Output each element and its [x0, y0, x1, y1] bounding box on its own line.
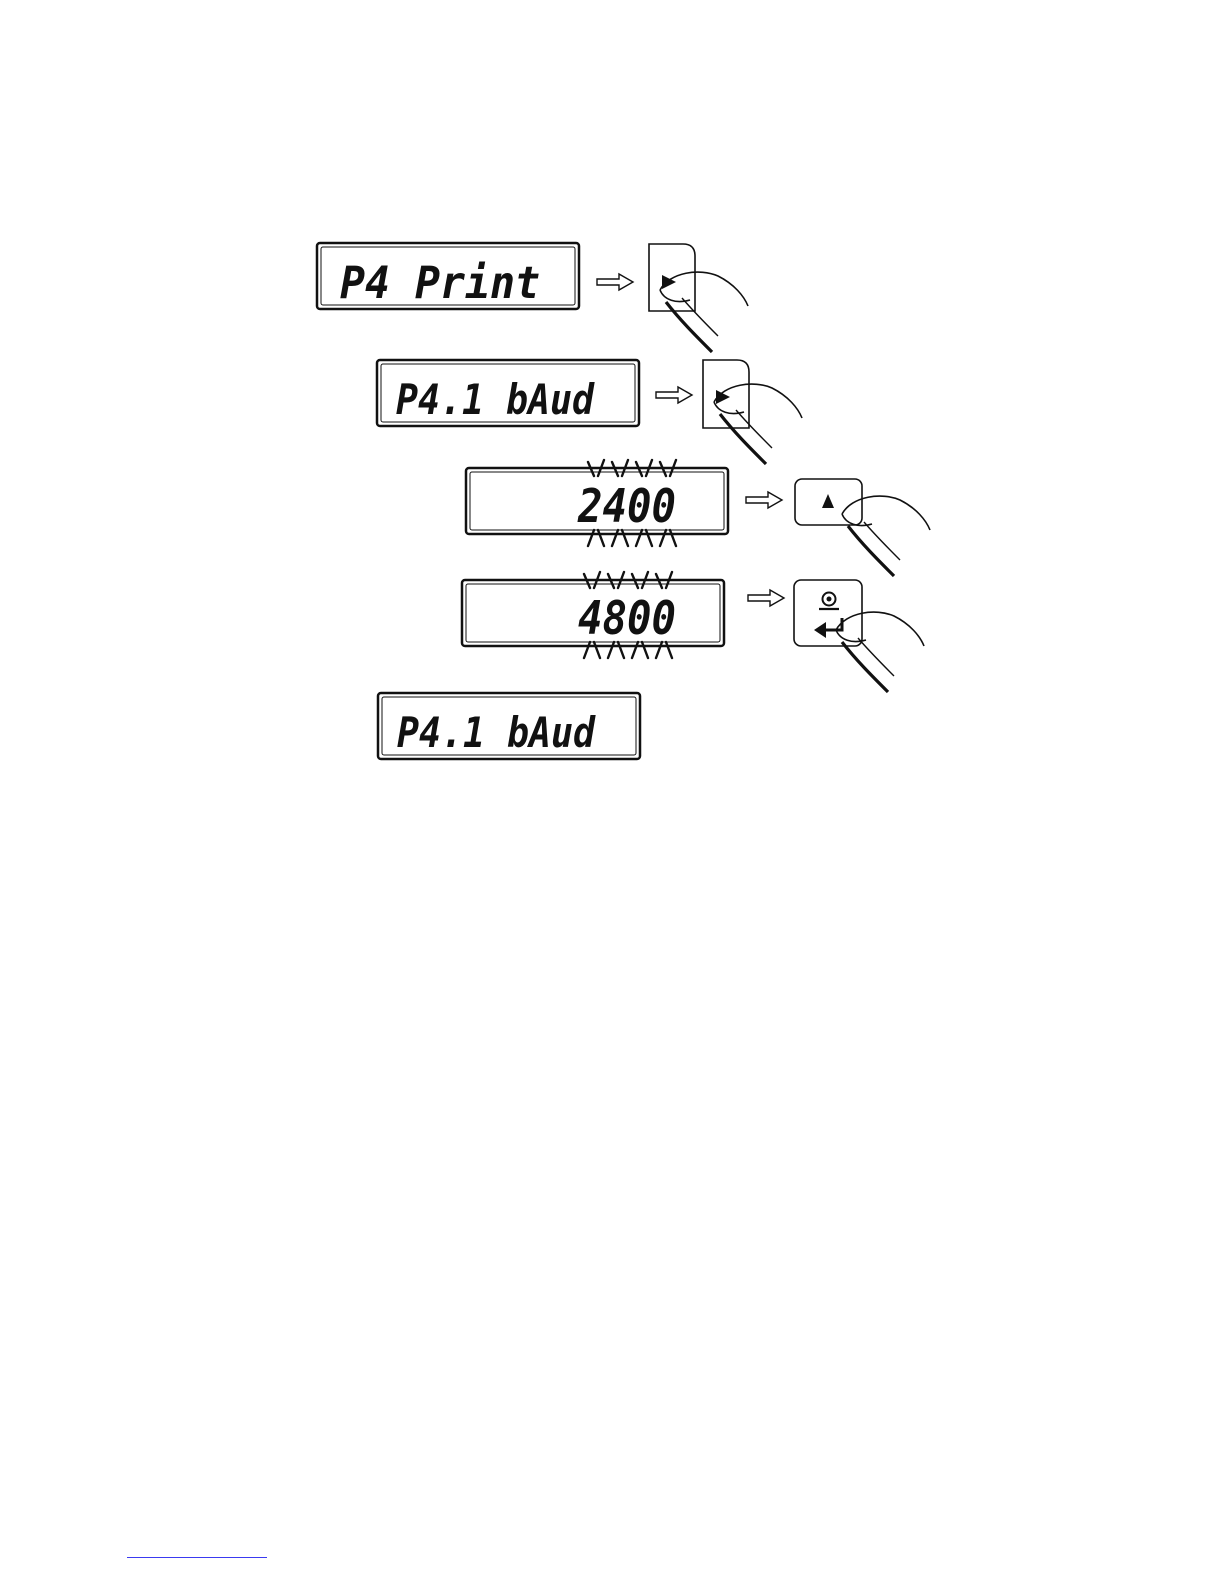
lcd-text-4: 4800: [578, 591, 676, 645]
step-2: P4.1 bAud: [377, 360, 802, 464]
step-1: P4 Print: [317, 243, 748, 352]
lcd-text-3: 2400: [577, 479, 676, 533]
flow-arrow-icon: [656, 387, 692, 403]
up-arrow-key[interactable]: [795, 479, 862, 525]
flow-arrow-icon: [748, 590, 784, 606]
lcd-text-2: P4.1 bAud: [396, 375, 595, 424]
flow-arrow-icon: [746, 492, 782, 508]
step-3: 2400: [466, 460, 930, 576]
flow-arrow-icon: [597, 274, 633, 290]
lcd-text-5: P4.1 bAud: [397, 708, 596, 757]
step-5: P4.1 bAud: [378, 693, 640, 759]
lcd-text-1: P4 Print: [340, 258, 540, 309]
footnote-divider: [127, 1557, 267, 1558]
step-4: 4800: [462, 572, 924, 692]
enter-key[interactable]: [794, 580, 862, 646]
